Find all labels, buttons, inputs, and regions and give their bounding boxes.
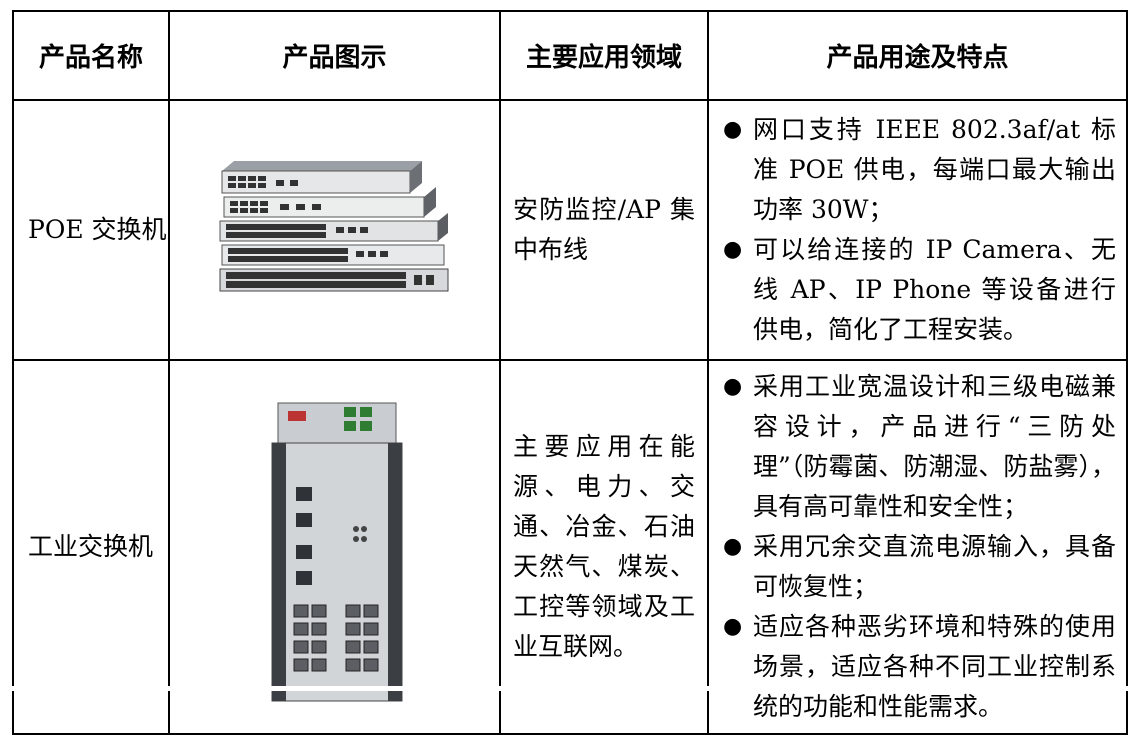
table-row: 工业交换机 [12, 359, 1128, 735]
application-field-cell: 主要应用在能源、电力、交通、冶金、石油天然气、煤炭、工控等领域及工业互联网。 [499, 359, 709, 735]
application-field-cell: 安防监控/AP 集中布线 [499, 99, 709, 361]
industrial-switch-image [271, 402, 402, 702]
list-item: ●采用工业宽温设计和三级电磁兼容设计，产品进行“三防处理”（防霉菌、防潮湿、防盐… [721, 367, 1116, 527]
list-item: ●网口支持 IEEE 802.3af/at 标准 POE 供电，每端口最大输出功… [721, 110, 1116, 230]
product-image-cell [168, 99, 501, 361]
bullet-icon: ● [723, 614, 743, 639]
list-item: ●采用冗余交直流电源输入，具备可恢复性； [721, 527, 1116, 607]
list-item: ●可以给连接的 IP Camera、无线 AP、IP Phone 等设备进行供电… [721, 230, 1116, 350]
header-features: 产品用途及特点 [707, 10, 1128, 101]
header-product-name: 产品名称 [12, 10, 170, 101]
header-application-field: 主要应用领域 [499, 10, 709, 101]
poe-switch-image [219, 161, 448, 292]
list-item: ●适应各种恶劣环境和特殊的使用场景，适应各种不同工业控制系统的功能和性能需求。 [721, 607, 1116, 727]
features-cell: ●采用工业宽温设计和三级电磁兼容设计，产品进行“三防处理”（防霉菌、防潮湿、防盐… [707, 359, 1128, 735]
bullet-icon: ● [723, 117, 743, 142]
features-list: ●网口支持 IEEE 802.3af/at 标准 POE 供电，每端口最大输出功… [721, 110, 1116, 350]
product-image-cell [168, 359, 501, 735]
features-cell: ●网口支持 IEEE 802.3af/at 标准 POE 供电，每端口最大输出功… [707, 99, 1128, 361]
product-table: 产品名称 产品图示 主要应用领域 产品用途及特点 POE 交换机 [12, 10, 1128, 735]
features-list: ●采用工业宽温设计和三级电磁兼容设计，产品进行“三防处理”（防霉菌、防潮湿、防盐… [721, 367, 1116, 727]
bullet-icon: ● [723, 374, 743, 399]
header-product-image: 产品图示 [168, 10, 501, 101]
table-row: POE 交换机 [12, 99, 1128, 361]
page-bottom-edge [0, 686, 1135, 691]
product-name-cell: POE 交换机 [12, 99, 170, 361]
bullet-icon: ● [723, 237, 743, 262]
product-name-cell: 工业交换机 [12, 359, 170, 735]
table-header-row: 产品名称 产品图示 主要应用领域 产品用途及特点 [12, 10, 1128, 101]
bullet-icon: ● [723, 534, 743, 559]
